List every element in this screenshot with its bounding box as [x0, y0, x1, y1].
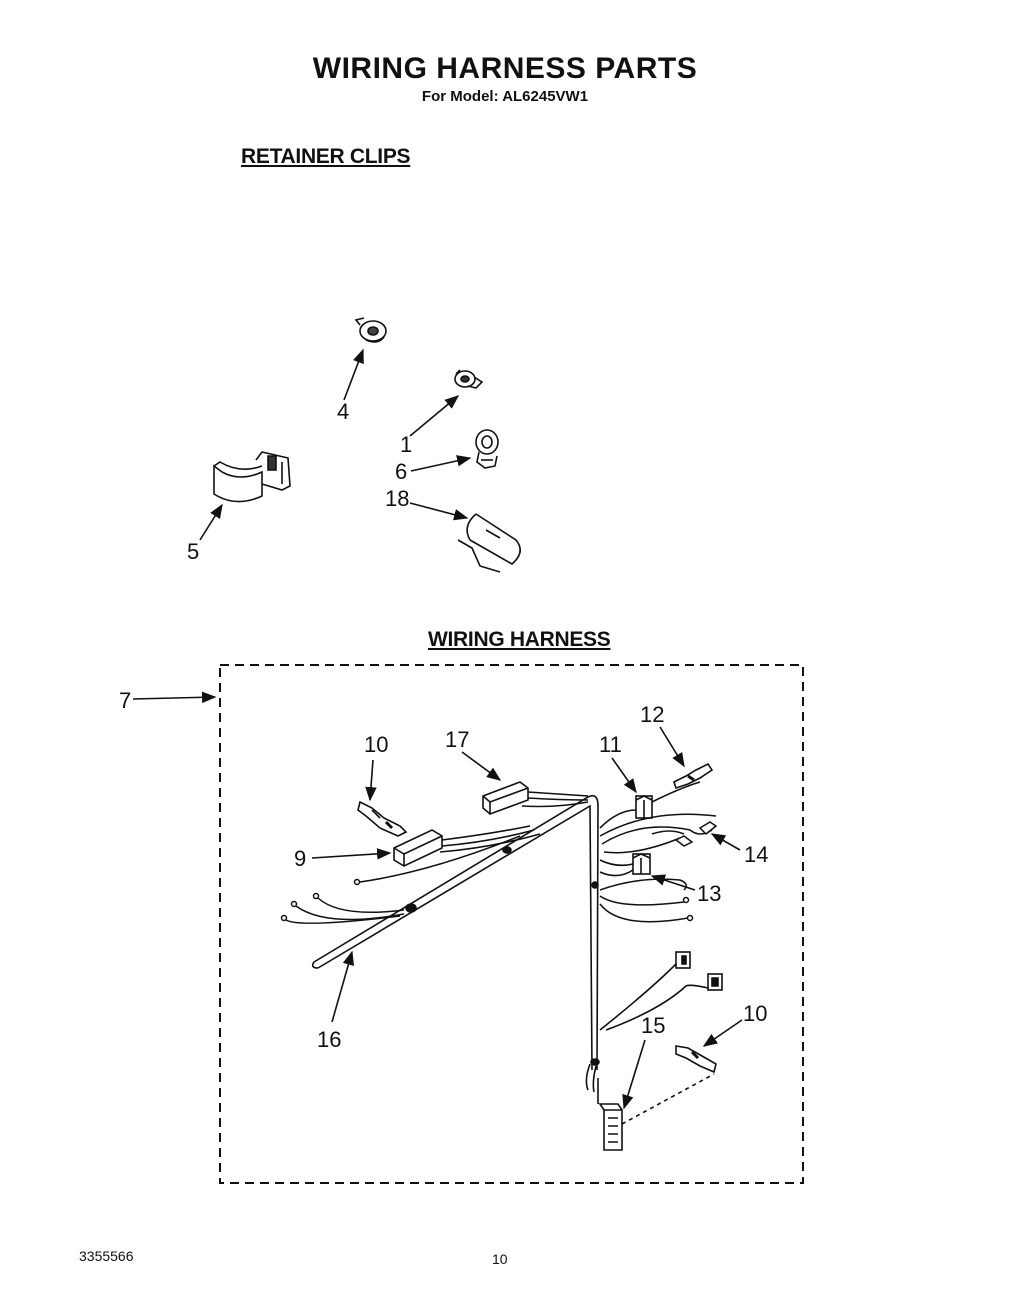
callout-10-left: 10 — [364, 732, 388, 757]
connector-11 — [599, 781, 701, 829]
callout-10-right: 10 — [743, 1001, 767, 1026]
connector-17 — [482, 781, 589, 815]
callout-9: 9 — [294, 846, 306, 871]
section-heading-wiring-harness: WIRING HARNESS — [428, 628, 611, 651]
callout-6: 6 — [395, 459, 407, 484]
document-number: 3355566 — [79, 1248, 134, 1264]
callout-16: 16 — [317, 1027, 341, 1052]
harness-lower-right-leads — [599, 878, 694, 923]
model-subtitle: For Model: AL6245VW1 — [421, 88, 589, 105]
callout-1: 1 — [400, 432, 412, 457]
callout-5: 5 — [187, 539, 199, 564]
terminal-12 — [673, 762, 714, 790]
retainer-sleeve-18 — [457, 513, 521, 573]
callout-13: 13 — [697, 881, 721, 906]
harness-right-leads — [599, 813, 718, 854]
callout-17: 17 — [445, 727, 469, 752]
callout-18: 18 — [385, 486, 409, 511]
harness-trunk — [311, 794, 600, 1071]
callout-11: 11 — [599, 732, 622, 757]
connector-9 — [393, 825, 541, 867]
connector-15 — [597, 1073, 715, 1151]
retainer-clip-1 — [454, 369, 484, 389]
terminal-10-right — [675, 1045, 717, 1074]
connector-13 — [599, 853, 651, 877]
callout-4: 4 — [337, 399, 349, 424]
callout-14: 14 — [744, 842, 768, 867]
terminal-10-left — [357, 800, 408, 837]
harness-trunk-end — [585, 1063, 597, 1093]
section-heading-retainer-clips: RETAINER CLIPS — [241, 145, 411, 168]
page-number: 10 — [492, 1251, 508, 1267]
retainer-clamp-5 — [213, 451, 291, 503]
callout-7: 7 — [119, 688, 131, 713]
retainer-clip-4 — [354, 317, 387, 343]
harness-lower-connectors — [599, 951, 723, 1031]
page-title: WIRING HARNESS PARTS — [312, 52, 698, 85]
callout-12: 12 — [640, 702, 664, 727]
retainer-clip-6 — [475, 429, 499, 469]
callout-15: 15 — [641, 1013, 665, 1038]
harness-left-leads — [280, 835, 521, 924]
wiring-harness-assembly-box — [219, 664, 804, 1184]
